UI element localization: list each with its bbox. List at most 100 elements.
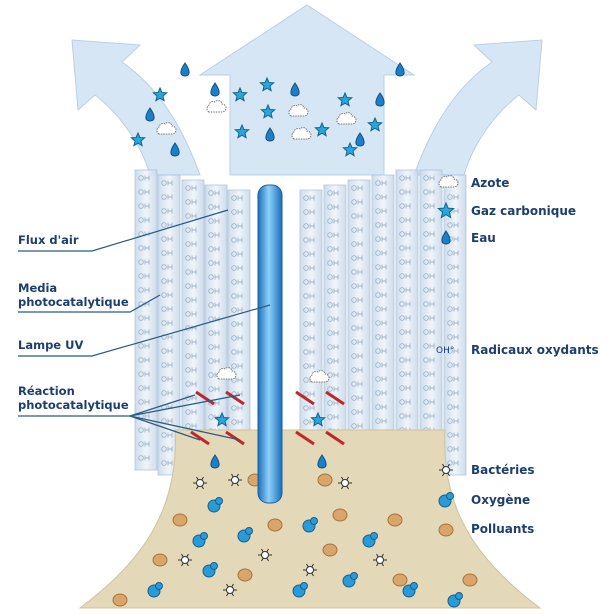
co2-star-icon [310,411,326,427]
radical-mark-h [405,343,411,349]
radical-mark-o [327,344,333,350]
radical-mark-h [167,334,173,340]
radical-mark-o [161,376,167,382]
radical-mark-h [191,283,197,289]
radical-mark-o [208,190,214,196]
radical-mark-h [237,195,243,201]
radical-mark-h [429,301,435,307]
radical-mark-o [303,377,309,383]
legend-bacteria: Bactéries [471,463,535,477]
radical-mark-o [185,227,191,233]
oxygen-atom [455,592,463,600]
radical-mark-o [399,175,405,181]
pollutant-icon [438,523,454,537]
radical-mark-o [231,195,237,201]
legend-radicals: Radicaux oxydants [471,343,599,357]
radical-mark-h [191,381,197,387]
radical-mark-o [303,391,309,397]
radical-mark-o [138,217,144,223]
radical-mark-h [309,237,315,243]
radical-mark-h [453,390,459,396]
radical-mark-o [138,245,144,251]
pollutant-icon [267,518,283,532]
radical-mark-h [381,180,387,186]
particles [112,62,478,608]
radical-mark-o [208,218,214,224]
radical-mark-o [303,209,309,215]
bacteria-spike [346,476,349,481]
radical-mark-o [423,329,429,335]
radical-mark-h [167,180,173,186]
radical-mark-o [185,213,191,219]
radical-mark-o [303,195,309,201]
reaction-mark [325,390,345,406]
radical-mark-h [381,334,387,340]
oxygen-atom [210,562,218,570]
radical-mark-o [303,363,309,369]
radical-mark-h [429,203,435,209]
radical-mark-o [399,189,405,195]
radical-mark-h [214,288,220,294]
radical-mark-o [351,227,357,233]
nitrogen-cloud-icon [288,104,309,117]
radical-mark-o [375,404,381,410]
radical-mark-h [453,236,459,242]
radical-mark-h [144,245,150,251]
pollutant-icon [172,513,188,527]
radical-mark-o [231,223,237,229]
radical-mark-h [405,399,411,405]
radical-mark-h [357,213,363,219]
radical-mark-h [357,381,363,387]
radical-mark-o [231,349,237,355]
co2-star-icon [260,103,276,119]
bacteria-spike [346,485,349,490]
radical-mark-h [144,217,150,223]
reaction-mark [295,390,315,406]
radical-mark-h [167,194,173,200]
reaction-mark [195,390,215,406]
radical-mark-h [381,320,387,326]
radical-mark-h [144,427,150,433]
oxygen-atom [215,497,223,505]
radical-mark-o [375,250,381,256]
pollutant-icon [387,513,403,527]
radical-mark-o [208,358,214,364]
radical-mark-o [375,180,381,186]
radical-mark-o [351,409,357,415]
oxygen-atom [310,517,318,525]
radical-mark-o [185,353,191,359]
bacteria-spike [341,485,344,490]
radical-mark-o [327,288,333,294]
reaction-mark [325,430,345,446]
radical-mark-o [303,237,309,243]
pollutant-icon [152,553,168,567]
label-media-line2: photocatalytique [18,295,129,309]
radical-mark-o [399,301,405,307]
water-drop-icon [290,82,300,97]
bacteria-spike [181,553,184,558]
radical-mark-o [447,320,453,326]
radical-mark-h [429,231,435,237]
radical-mark-o [185,283,191,289]
bacteria-icon [181,556,189,564]
radical-mark-o [185,367,191,373]
radical-mark-o [327,414,333,420]
radical-mark-h [144,399,150,405]
radical-mark-o [423,399,429,405]
radical-mark-h [333,260,339,266]
radical-mark-h [357,227,363,233]
co2-star-icon [314,121,330,137]
radical-mark-o [423,273,429,279]
radical-mark-h [309,195,315,201]
radical-mark-o [351,297,357,303]
radical-mark-h [191,353,197,359]
nitrogen-cloud-icon [291,127,312,140]
radical-mark-h [429,329,435,335]
radical-mark-h [309,391,315,397]
radical-mark-o [423,371,429,377]
radical-mark-o [351,269,357,275]
radical-mark-h [214,330,220,336]
radical-mark-o [231,251,237,257]
co2-star-icon [342,141,358,157]
radical-mark-h [453,278,459,284]
